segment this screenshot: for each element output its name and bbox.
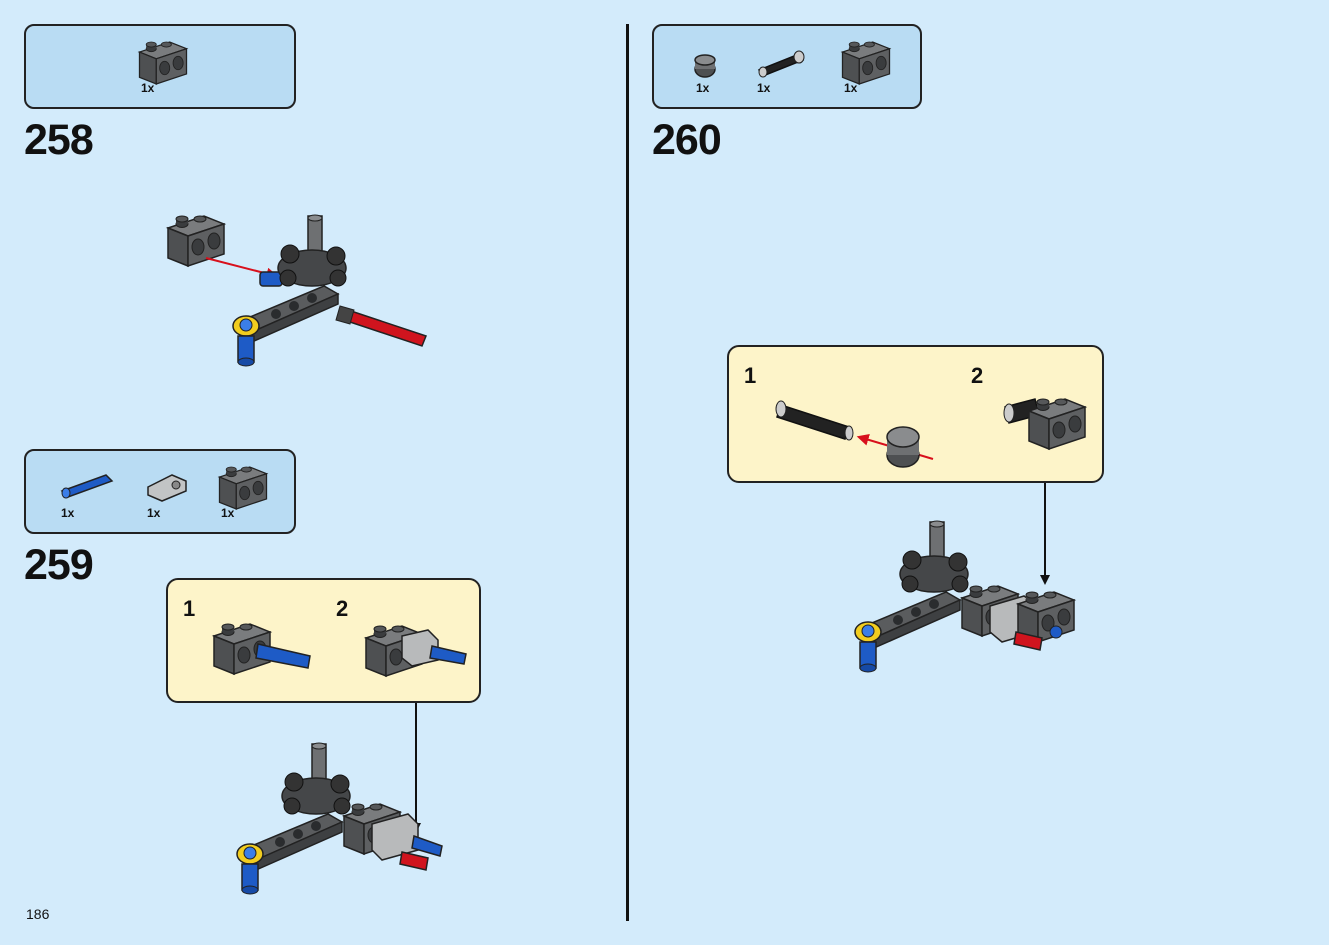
substep-1-illustration — [775, 400, 934, 468]
part-qty: 1x — [757, 81, 771, 95]
step-259-illustration — [236, 742, 443, 895]
part-qty: 1x — [844, 81, 858, 95]
technic-brick-1x2-dark-gray-icon — [841, 41, 891, 85]
step-260-substep-box: 1 2 — [727, 345, 1104, 483]
page-number: 186 — [26, 906, 50, 922]
step-259-substep-box: 1 2 — [166, 578, 481, 703]
substep-1-illustration — [213, 623, 311, 675]
part-qty: 1x — [141, 81, 155, 95]
page-divider — [626, 24, 629, 921]
step-260-arrow — [1040, 483, 1050, 585]
part-qty: 1x — [221, 506, 235, 520]
technic-connector-light-gray-icon — [147, 474, 187, 502]
part-qty: 1x — [147, 506, 161, 520]
step-259-parts-box: 1x 1x 1x — [24, 449, 296, 534]
step-number-259: 259 — [24, 541, 94, 589]
step-number-260: 260 — [652, 116, 722, 164]
technic-pin-blue-icon — [60, 474, 114, 499]
substep-number: 1 — [183, 596, 196, 621]
technic-axle-pin-black-icon — [757, 50, 805, 78]
bush-dark-gray-icon — [694, 54, 716, 78]
substep-2-illustration — [1003, 398, 1086, 450]
step-260-illustration — [854, 520, 1075, 673]
technic-brick-1x2-dark-gray-icon — [138, 41, 188, 85]
step-259-arrow — [411, 703, 421, 833]
step-258-illustration — [167, 214, 427, 367]
step-258-parts-box: 1x — [24, 24, 296, 109]
step-260-parts-box: 1x 1x 1x — [652, 24, 922, 109]
substep-number: 2 — [971, 363, 984, 388]
step-number-258: 258 — [24, 116, 94, 164]
substep-number: 1 — [744, 363, 757, 388]
substep-number: 2 — [336, 596, 349, 621]
part-qty: 1x — [696, 81, 710, 95]
substep-2-illustration — [365, 625, 467, 677]
technic-brick-1x2-dark-gray-icon — [218, 466, 268, 510]
part-qty: 1x — [61, 506, 75, 520]
